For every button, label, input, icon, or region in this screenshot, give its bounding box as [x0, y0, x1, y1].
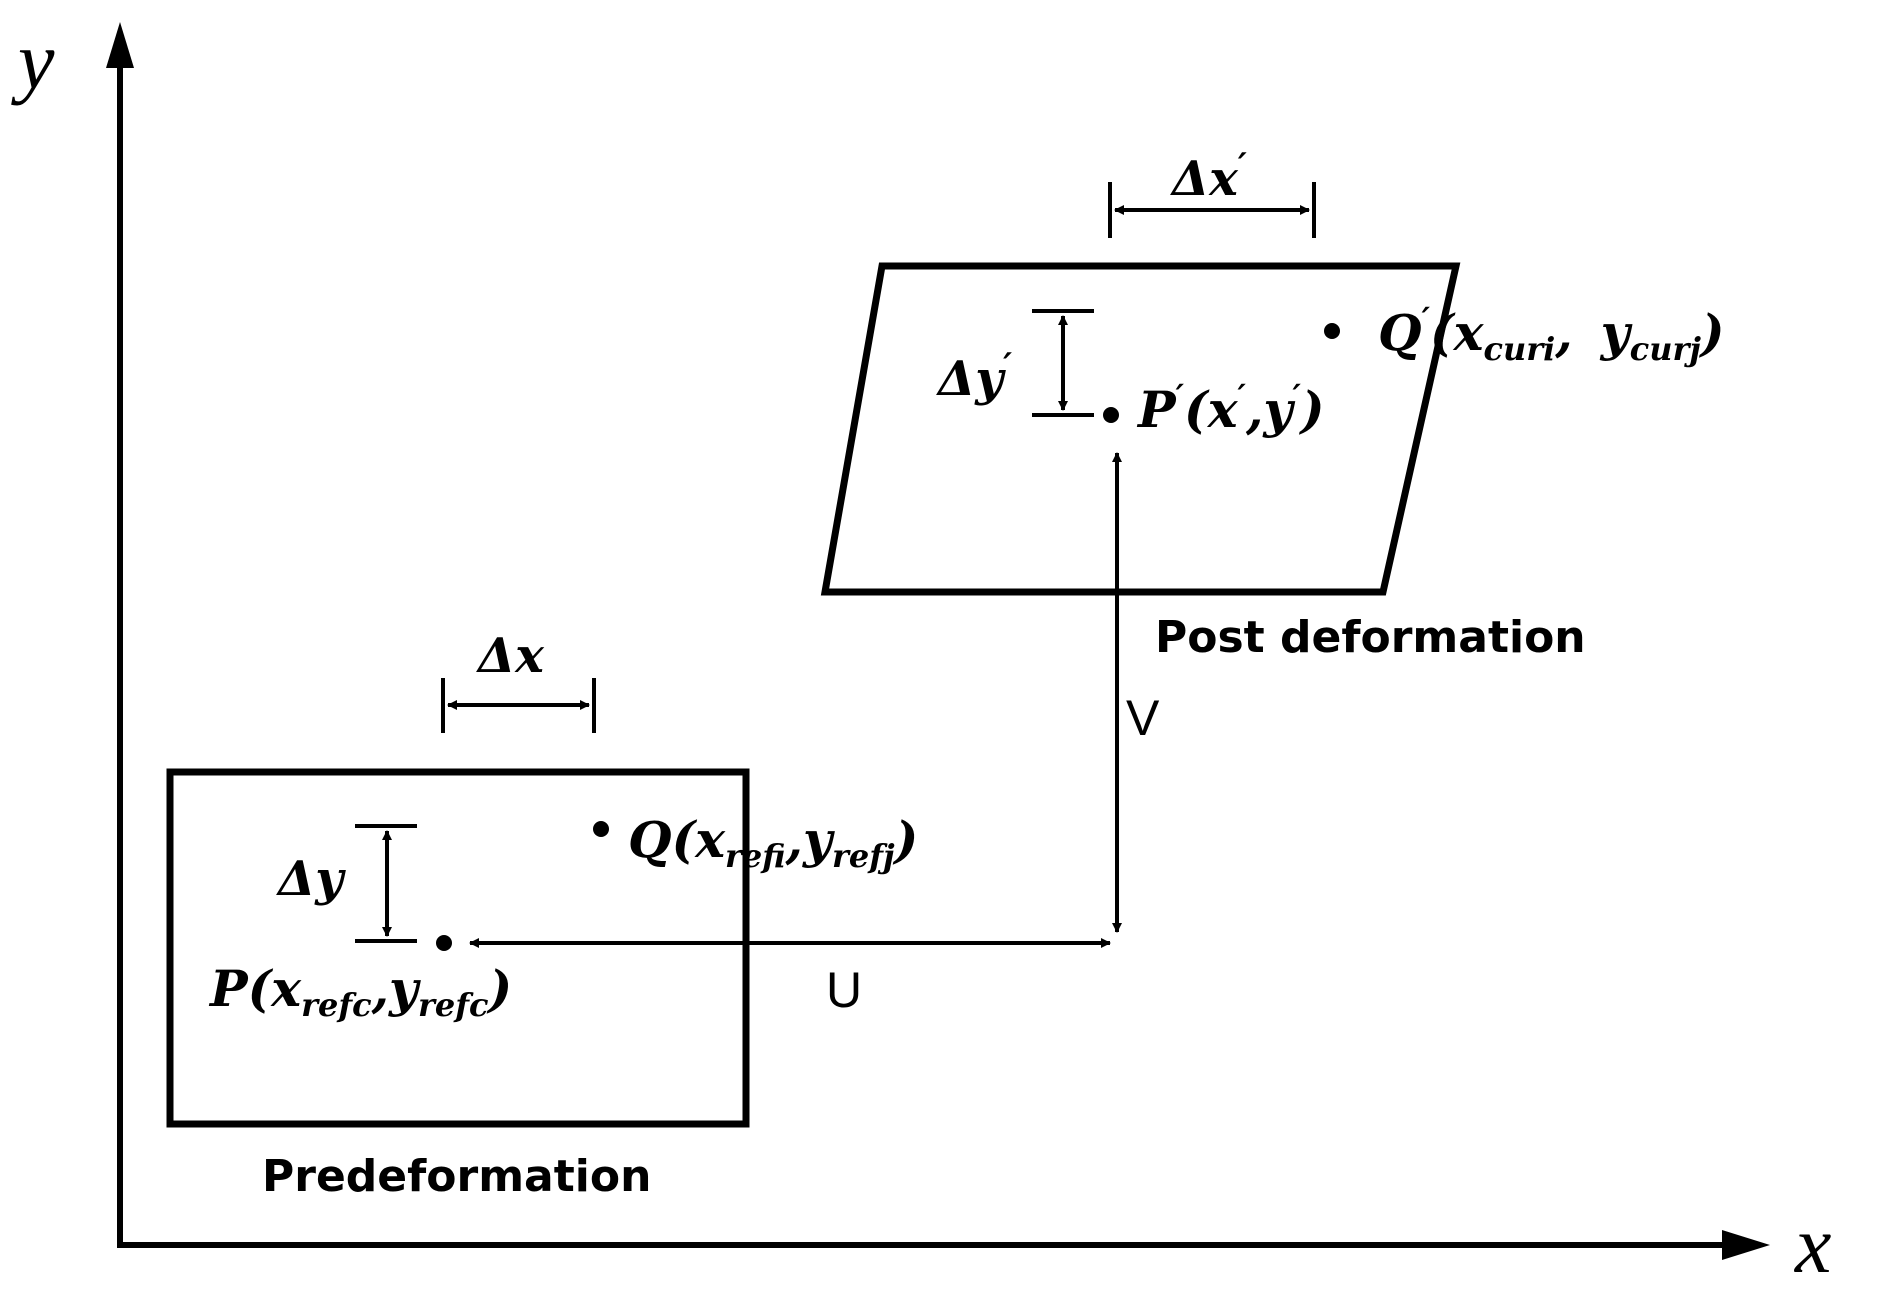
point-p-prime-marker	[1103, 407, 1119, 423]
point-q-prime-label: Q′(xcuri,ycurj)	[1378, 300, 1725, 368]
predeformation-caption: Predeformation	[262, 1151, 651, 1202]
predeformation-rectangle	[166, 768, 750, 1128]
delta-y-prime-label: Δy′	[936, 346, 1012, 407]
point-p-label: P(xrefc,yrefc)	[208, 959, 512, 1024]
point-q-marker	[593, 821, 609, 837]
x-axis-label: x	[1794, 1199, 1831, 1290]
v-label: V	[1126, 690, 1160, 746]
postdeformation-caption: Post deformation	[1155, 612, 1586, 663]
delta-y-label: Δy	[276, 851, 346, 907]
predeformation-subset: Δx Δy P(xrefc,yrefc) Q(xrefi,yrefj) Pred…	[166, 628, 918, 1202]
point-p-marker	[436, 935, 452, 951]
u-label: U	[826, 962, 862, 1018]
point-q-prime-marker	[1324, 323, 1340, 339]
displacement-vectors: U V	[469, 452, 1160, 1018]
delta-x-prime-label: Δx′	[1170, 146, 1247, 207]
y-axis-arrowhead	[106, 22, 134, 68]
point-p-prime-label: P′(x′,y′)	[1136, 377, 1325, 439]
point-q-label: Q(xrefi,yrefj)	[628, 810, 918, 875]
y-axis-label: y	[11, 15, 55, 106]
postdeformation-parallelogram	[820, 262, 1461, 596]
coordinate-axes: y x	[11, 15, 1831, 1290]
x-axis-arrowhead	[1722, 1230, 1770, 1260]
postdeformation-subset: Δx′ Δy′ P′(x′,y′) Q′(xcuri,ycurj) Post d…	[820, 146, 1725, 663]
delta-x-label: Δx	[476, 628, 545, 684]
